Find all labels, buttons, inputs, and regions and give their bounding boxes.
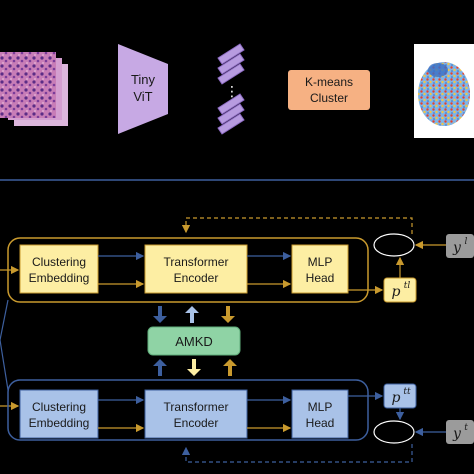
upper-clustering-line2: Embedding bbox=[29, 271, 90, 285]
upper-clustering-line1: Clustering bbox=[32, 255, 86, 269]
lower-branch-frame bbox=[7, 379, 369, 441]
amkd-label: AMKD bbox=[175, 334, 213, 349]
left-input-lines bbox=[0, 299, 9, 391]
lower-mlp-line2: Head bbox=[306, 416, 335, 430]
lower-clustering-embedding bbox=[19, 389, 99, 439]
upper-prediction-symbol: p bbox=[392, 284, 401, 300]
lower-transformer-encoder bbox=[144, 389, 248, 439]
upper-loss-node bbox=[373, 233, 415, 257]
lower-mlp-head bbox=[291, 389, 349, 439]
amkd-box bbox=[147, 326, 241, 356]
upper-ground-truth-box bbox=[446, 234, 474, 258]
lower-prediction-superscript: tt bbox=[403, 387, 411, 397]
upper-clustering-embedding bbox=[19, 244, 99, 294]
lower-clustering-line2: Embedding bbox=[29, 416, 90, 430]
lower-ground-truth-superscript: t bbox=[464, 423, 468, 433]
vectors-ellipsis: ⋮ bbox=[225, 84, 239, 100]
upper-transformer-line1: Transformer bbox=[164, 255, 229, 269]
kmeans-label-line1: K-means bbox=[305, 75, 353, 89]
tissue-patches-image bbox=[0, 52, 68, 126]
lower-prediction-symbol: p bbox=[392, 390, 401, 406]
upper-ground-truth-symbol: y bbox=[452, 240, 462, 256]
distillation-arrows-top bbox=[153, 306, 235, 323]
vit-label-line2: ViT bbox=[133, 89, 152, 104]
upper-prediction-superscript: tl bbox=[404, 281, 411, 291]
lower-transformer-line1: Transformer bbox=[164, 400, 229, 414]
feature-vectors bbox=[217, 43, 245, 135]
lower-feedback-loop bbox=[181, 444, 413, 463]
lower-clustering-line1: Clustering bbox=[32, 400, 86, 414]
upper-feedback-loop bbox=[181, 217, 413, 234]
upper-transformer-line2: Encoder bbox=[174, 271, 219, 285]
cluster-heatmap-image bbox=[414, 44, 474, 138]
distillation-arrows-bottom bbox=[153, 359, 237, 376]
lower-mlp-line1: MLP bbox=[308, 400, 333, 414]
upper-mlp-head bbox=[291, 244, 349, 294]
vit-label-line1: Tiny bbox=[131, 72, 156, 87]
kmeans-box bbox=[288, 70, 370, 110]
upper-ground-truth-superscript: l bbox=[465, 237, 468, 247]
tiny-vit-block bbox=[118, 44, 168, 134]
upper-mlp-line2: Head bbox=[306, 271, 335, 285]
lower-transformer-line2: Encoder bbox=[174, 416, 219, 430]
upper-transformer-encoder bbox=[144, 244, 248, 294]
lower-loss-node bbox=[373, 420, 415, 444]
kmeans-label-line2: Cluster bbox=[310, 91, 348, 105]
lower-ground-truth-symbol: y bbox=[452, 426, 462, 442]
upper-mlp-line1: MLP bbox=[308, 255, 333, 269]
lower-ground-truth-box bbox=[446, 420, 474, 444]
